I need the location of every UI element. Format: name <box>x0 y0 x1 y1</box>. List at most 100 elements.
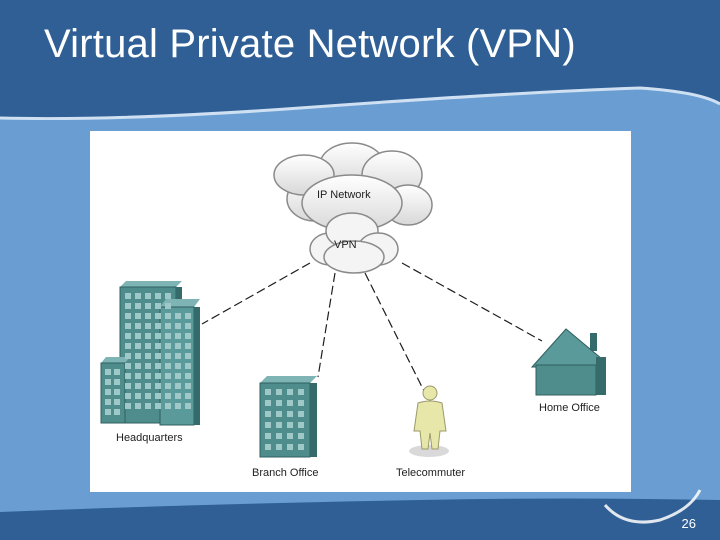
building-window <box>175 343 181 349</box>
building-window <box>287 411 293 417</box>
building-window <box>145 333 151 339</box>
building-window <box>175 333 181 339</box>
building-window <box>105 409 111 415</box>
building-window <box>185 403 191 409</box>
building-window <box>135 383 141 389</box>
building-window <box>175 363 181 369</box>
building-window <box>125 303 131 309</box>
building-window <box>265 389 271 395</box>
building-window <box>287 400 293 406</box>
building-window <box>135 363 141 369</box>
building-window <box>135 393 141 399</box>
building-window <box>185 323 191 329</box>
building-window <box>175 403 181 409</box>
building-window <box>185 343 191 349</box>
building-window <box>145 313 151 319</box>
building-window <box>165 323 171 329</box>
building-window <box>155 373 161 379</box>
building-window <box>298 411 304 417</box>
link-telecommuter <box>364 272 425 392</box>
building-window <box>114 389 120 395</box>
connection-lines <box>201 262 543 392</box>
building-window <box>298 422 304 428</box>
building-window <box>276 411 282 417</box>
building-window <box>265 433 271 439</box>
building-window <box>165 393 171 399</box>
building-window <box>125 293 131 299</box>
building-window <box>145 303 151 309</box>
building-window <box>135 303 141 309</box>
building-window <box>165 363 171 369</box>
branch-office-label: Branch Office <box>252 467 319 479</box>
building-window <box>165 333 171 339</box>
building-window <box>185 363 191 369</box>
building-window <box>175 393 181 399</box>
building-window <box>135 323 141 329</box>
ip-network-cloud <box>273 142 433 232</box>
building-window <box>276 433 282 439</box>
building-window <box>165 313 171 319</box>
building-window <box>145 383 151 389</box>
building-window <box>155 343 161 349</box>
building-window <box>165 353 171 359</box>
building-window <box>265 411 271 417</box>
building-window <box>276 444 282 450</box>
building-window <box>165 303 171 309</box>
building-window <box>185 353 191 359</box>
link-home-office <box>401 262 543 342</box>
building-window <box>145 403 151 409</box>
building-window <box>105 379 111 385</box>
building-window <box>165 343 171 349</box>
building-window <box>105 369 111 375</box>
building-window <box>165 383 171 389</box>
building-window <box>135 313 141 319</box>
network-diagram: IP Network VPN Headquarters Branch Offic… <box>90 131 631 492</box>
building-window <box>298 433 304 439</box>
building-window <box>175 353 181 359</box>
vpn-label: VPN <box>334 239 357 251</box>
building-window <box>114 369 120 375</box>
building-window <box>135 293 141 299</box>
building-window <box>265 422 271 428</box>
diagram-graphics <box>100 142 606 458</box>
slide-title: Virtual Private Network (VPN) <box>44 22 576 66</box>
building-window <box>114 399 120 405</box>
link-branch-office <box>317 272 336 378</box>
home-office-label: Home Office <box>539 402 600 414</box>
building-window <box>265 444 271 450</box>
building-window <box>287 433 293 439</box>
building-window <box>175 323 181 329</box>
building-window <box>287 422 293 428</box>
link-headquarters <box>201 262 311 325</box>
building-window <box>185 393 191 399</box>
building-window <box>135 353 141 359</box>
building-window <box>125 323 131 329</box>
building-window <box>185 373 191 379</box>
building-window <box>135 403 141 409</box>
building-window <box>287 389 293 395</box>
building-window <box>145 393 151 399</box>
building-window <box>125 313 131 319</box>
building-window <box>185 313 191 319</box>
building-window <box>125 373 131 379</box>
building-window <box>105 399 111 405</box>
building-window <box>165 403 171 409</box>
building-window <box>125 393 131 399</box>
vpn-cloud <box>309 212 399 274</box>
building-window <box>114 379 120 385</box>
building-window <box>145 373 151 379</box>
building-window <box>298 444 304 450</box>
building-window <box>155 353 161 359</box>
building-window <box>125 343 131 349</box>
building-window <box>276 389 282 395</box>
building-window <box>125 353 131 359</box>
building-window <box>265 400 271 406</box>
building-window <box>276 422 282 428</box>
building-window <box>145 293 151 299</box>
building-window <box>145 343 151 349</box>
building-window <box>155 303 161 309</box>
building-window <box>165 373 171 379</box>
building-window <box>175 383 181 389</box>
building-window <box>155 383 161 389</box>
building-window <box>155 323 161 329</box>
